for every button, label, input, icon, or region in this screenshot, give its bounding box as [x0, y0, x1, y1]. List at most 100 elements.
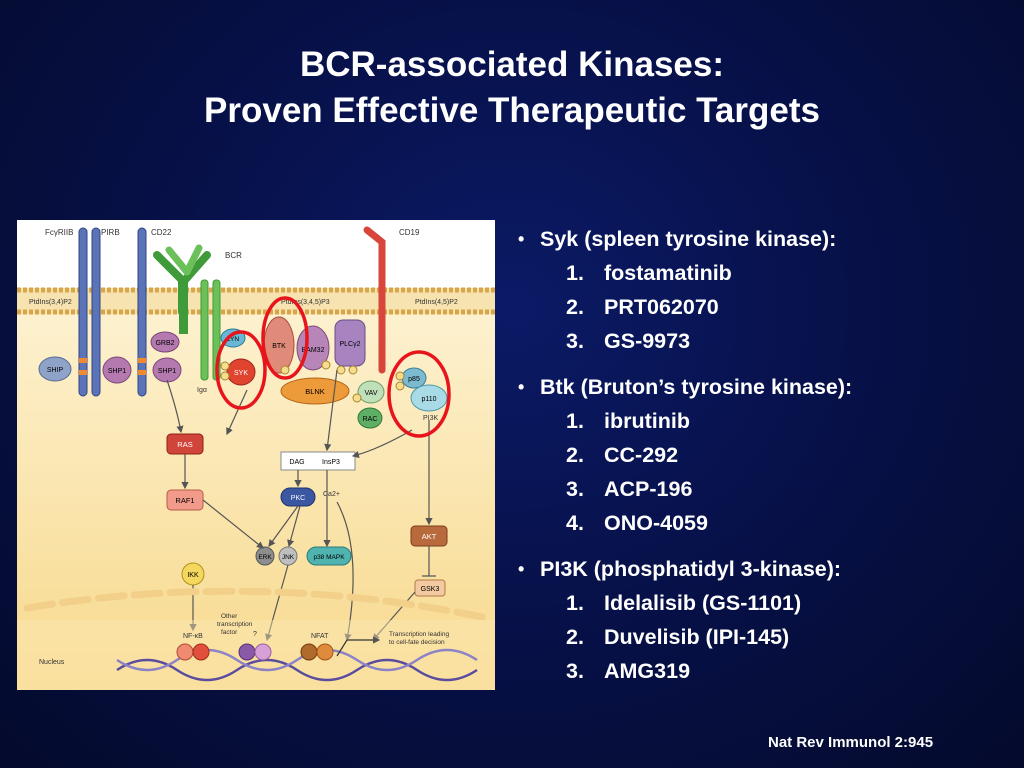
phospho-badge	[280, 365, 290, 375]
list-item: 1. Idelalisib (GS-1101)	[512, 586, 1012, 620]
dag-insp3-box	[280, 451, 356, 471]
nfkb-label: NF-κB	[183, 633, 203, 640]
item-text: ibrutinib	[604, 409, 690, 433]
blnk-label: BLNK	[305, 387, 325, 396]
phospho-badge	[220, 371, 230, 381]
pip2-right-label: PtdIns(4,5)P2	[415, 299, 458, 306]
phospho-badge	[348, 365, 358, 375]
list-item: 4.ONO-4059	[512, 506, 1012, 540]
nfat-node	[300, 643, 318, 661]
item-text: ONO-4059	[604, 511, 708, 535]
pi3k-highlight	[387, 350, 451, 438]
item-number: 3.	[566, 659, 584, 683]
other-tf-node	[238, 643, 256, 661]
jnk-label: JNK	[282, 554, 295, 561]
inhibitory-receptors	[78, 227, 147, 397]
nfat-node	[316, 643, 334, 661]
other-tf-label-3: factor	[221, 629, 238, 636]
ship-node	[38, 356, 72, 382]
bullet-label-syk: Syk (spleen tyrosine kinase):	[540, 227, 837, 251]
bullet-group-btk: •Btk (Bruton’s tyrosine kinase): 1. ibrut…	[512, 370, 1012, 540]
cd19-label: CD19	[399, 228, 420, 237]
nfkb-node	[176, 643, 194, 661]
bullet-heading: •Btk (Bruton’s tyrosine kinase):	[512, 370, 1012, 404]
list-item: 2. CC-292	[512, 438, 1012, 472]
inhibition-arrow	[422, 546, 436, 577]
fcgriib-label: FcγRIIB	[45, 228, 73, 237]
bullet-heading: •PI3K (phosphatidyl 3-kinase):	[512, 552, 1012, 586]
phospho-badge	[220, 361, 230, 371]
item-number: 3.	[566, 329, 584, 353]
title-line-1: BCR-associated Kinases:	[299, 45, 725, 84]
target-bullet-list: •Syk (spleen tyrosine kinase): 1.fostama…	[512, 222, 1012, 700]
item-number: 1.	[566, 591, 584, 615]
syk-label: SYK	[234, 370, 248, 377]
plcg2-node	[334, 319, 366, 367]
pkc-label: PKC	[291, 495, 305, 502]
bullet-group-syk: •Syk (spleen tyrosine kinase): 1.fostama…	[512, 222, 1012, 358]
grb2-node	[150, 331, 180, 353]
p85-label: p85	[408, 376, 420, 383]
nfat-label: NFAT	[311, 633, 329, 640]
p110-node	[410, 384, 448, 412]
cd22-label: CD22	[151, 228, 172, 237]
btk-label: BTK	[272, 343, 286, 350]
insp3-label: InsP3	[322, 459, 340, 466]
p38-label: p38 MAPK	[313, 554, 345, 561]
pirb-label: PIRB	[101, 228, 120, 237]
shp1-label-b: SHP1	[158, 368, 176, 375]
ship-label: SHIP	[47, 367, 64, 374]
pi3k-label: PI3K	[423, 415, 439, 422]
citation: Nat Rev Immunol 2:945	[768, 734, 934, 751]
item-number: 2.	[566, 625, 584, 649]
item-text: GS-9973	[604, 329, 691, 353]
title-line-2: Proven Effective Therapeutic Targets	[204, 91, 820, 130]
nucleus-label: Nucleus	[39, 659, 65, 666]
item-text: Idelalisib (GS-1101)	[604, 591, 802, 615]
phospho-badge	[352, 393, 362, 403]
question-label: ?	[253, 631, 257, 638]
item-text: PRT062070	[604, 295, 719, 319]
lyn-label: LYN	[227, 336, 239, 343]
gsk3-label: GSK3	[421, 586, 440, 593]
phospho-badge	[395, 381, 405, 391]
cd19-receptor-icon	[363, 226, 386, 374]
other-tf-node	[254, 643, 272, 661]
btk-highlight	[261, 296, 309, 380]
raf1-label: RAF1	[175, 496, 194, 505]
gsk3-node	[414, 579, 446, 597]
item-text: Duvelisib (IPI-145)	[604, 625, 790, 649]
phospho-badge	[321, 360, 331, 370]
bullet-dot: •	[518, 559, 525, 579]
grb2-label: GRB2	[155, 340, 174, 347]
item-number: 1.	[566, 409, 584, 433]
item-text: CC-292	[604, 443, 679, 467]
shp1-node-a	[102, 356, 132, 384]
list-item: 3. GS-9973	[512, 324, 1012, 358]
bullet-group-pi3k: •PI3K (phosphatidyl 3-kinase): 1. Idelali…	[512, 552, 1012, 688]
dna-helix-icon	[116, 648, 478, 682]
plcg2-label: PLCγ2	[339, 341, 360, 348]
item-text: fostamatinib	[604, 261, 732, 285]
item-text: ACP-196	[604, 477, 693, 501]
rac-node	[357, 407, 383, 429]
bcr-signaling-diagram: FcγRIIB PIRB CD22 BCR CD19 PtdIns(3,4)P2…	[17, 220, 495, 690]
p110-label: p110	[421, 396, 436, 403]
list-item: 2. Duvelisib (IPI-145)	[512, 620, 1012, 654]
item-text: AMG319	[604, 659, 691, 683]
nuclear-envelope	[23, 587, 491, 622]
other-tf-label-1: Other	[221, 613, 238, 620]
blnk-node	[280, 377, 350, 405]
transcription-label-2: to cell-fate decision	[389, 639, 445, 646]
ca-label: Ca2+	[323, 491, 340, 498]
ras-label: RAS	[177, 440, 192, 449]
item-number: 2.	[566, 443, 584, 467]
list-item: 3. AMG319	[512, 654, 1012, 688]
transcription-label-1: Transcription leading	[389, 631, 449, 638]
transcription-arrow	[336, 636, 381, 657]
target-highlights	[215, 296, 451, 438]
pip2-left-label: PtdIns(3,4)P2	[29, 299, 72, 306]
bcr-label: BCR	[225, 251, 242, 260]
list-item: 1.fostamatinib	[512, 256, 1012, 290]
shp1-node-b	[152, 357, 182, 383]
